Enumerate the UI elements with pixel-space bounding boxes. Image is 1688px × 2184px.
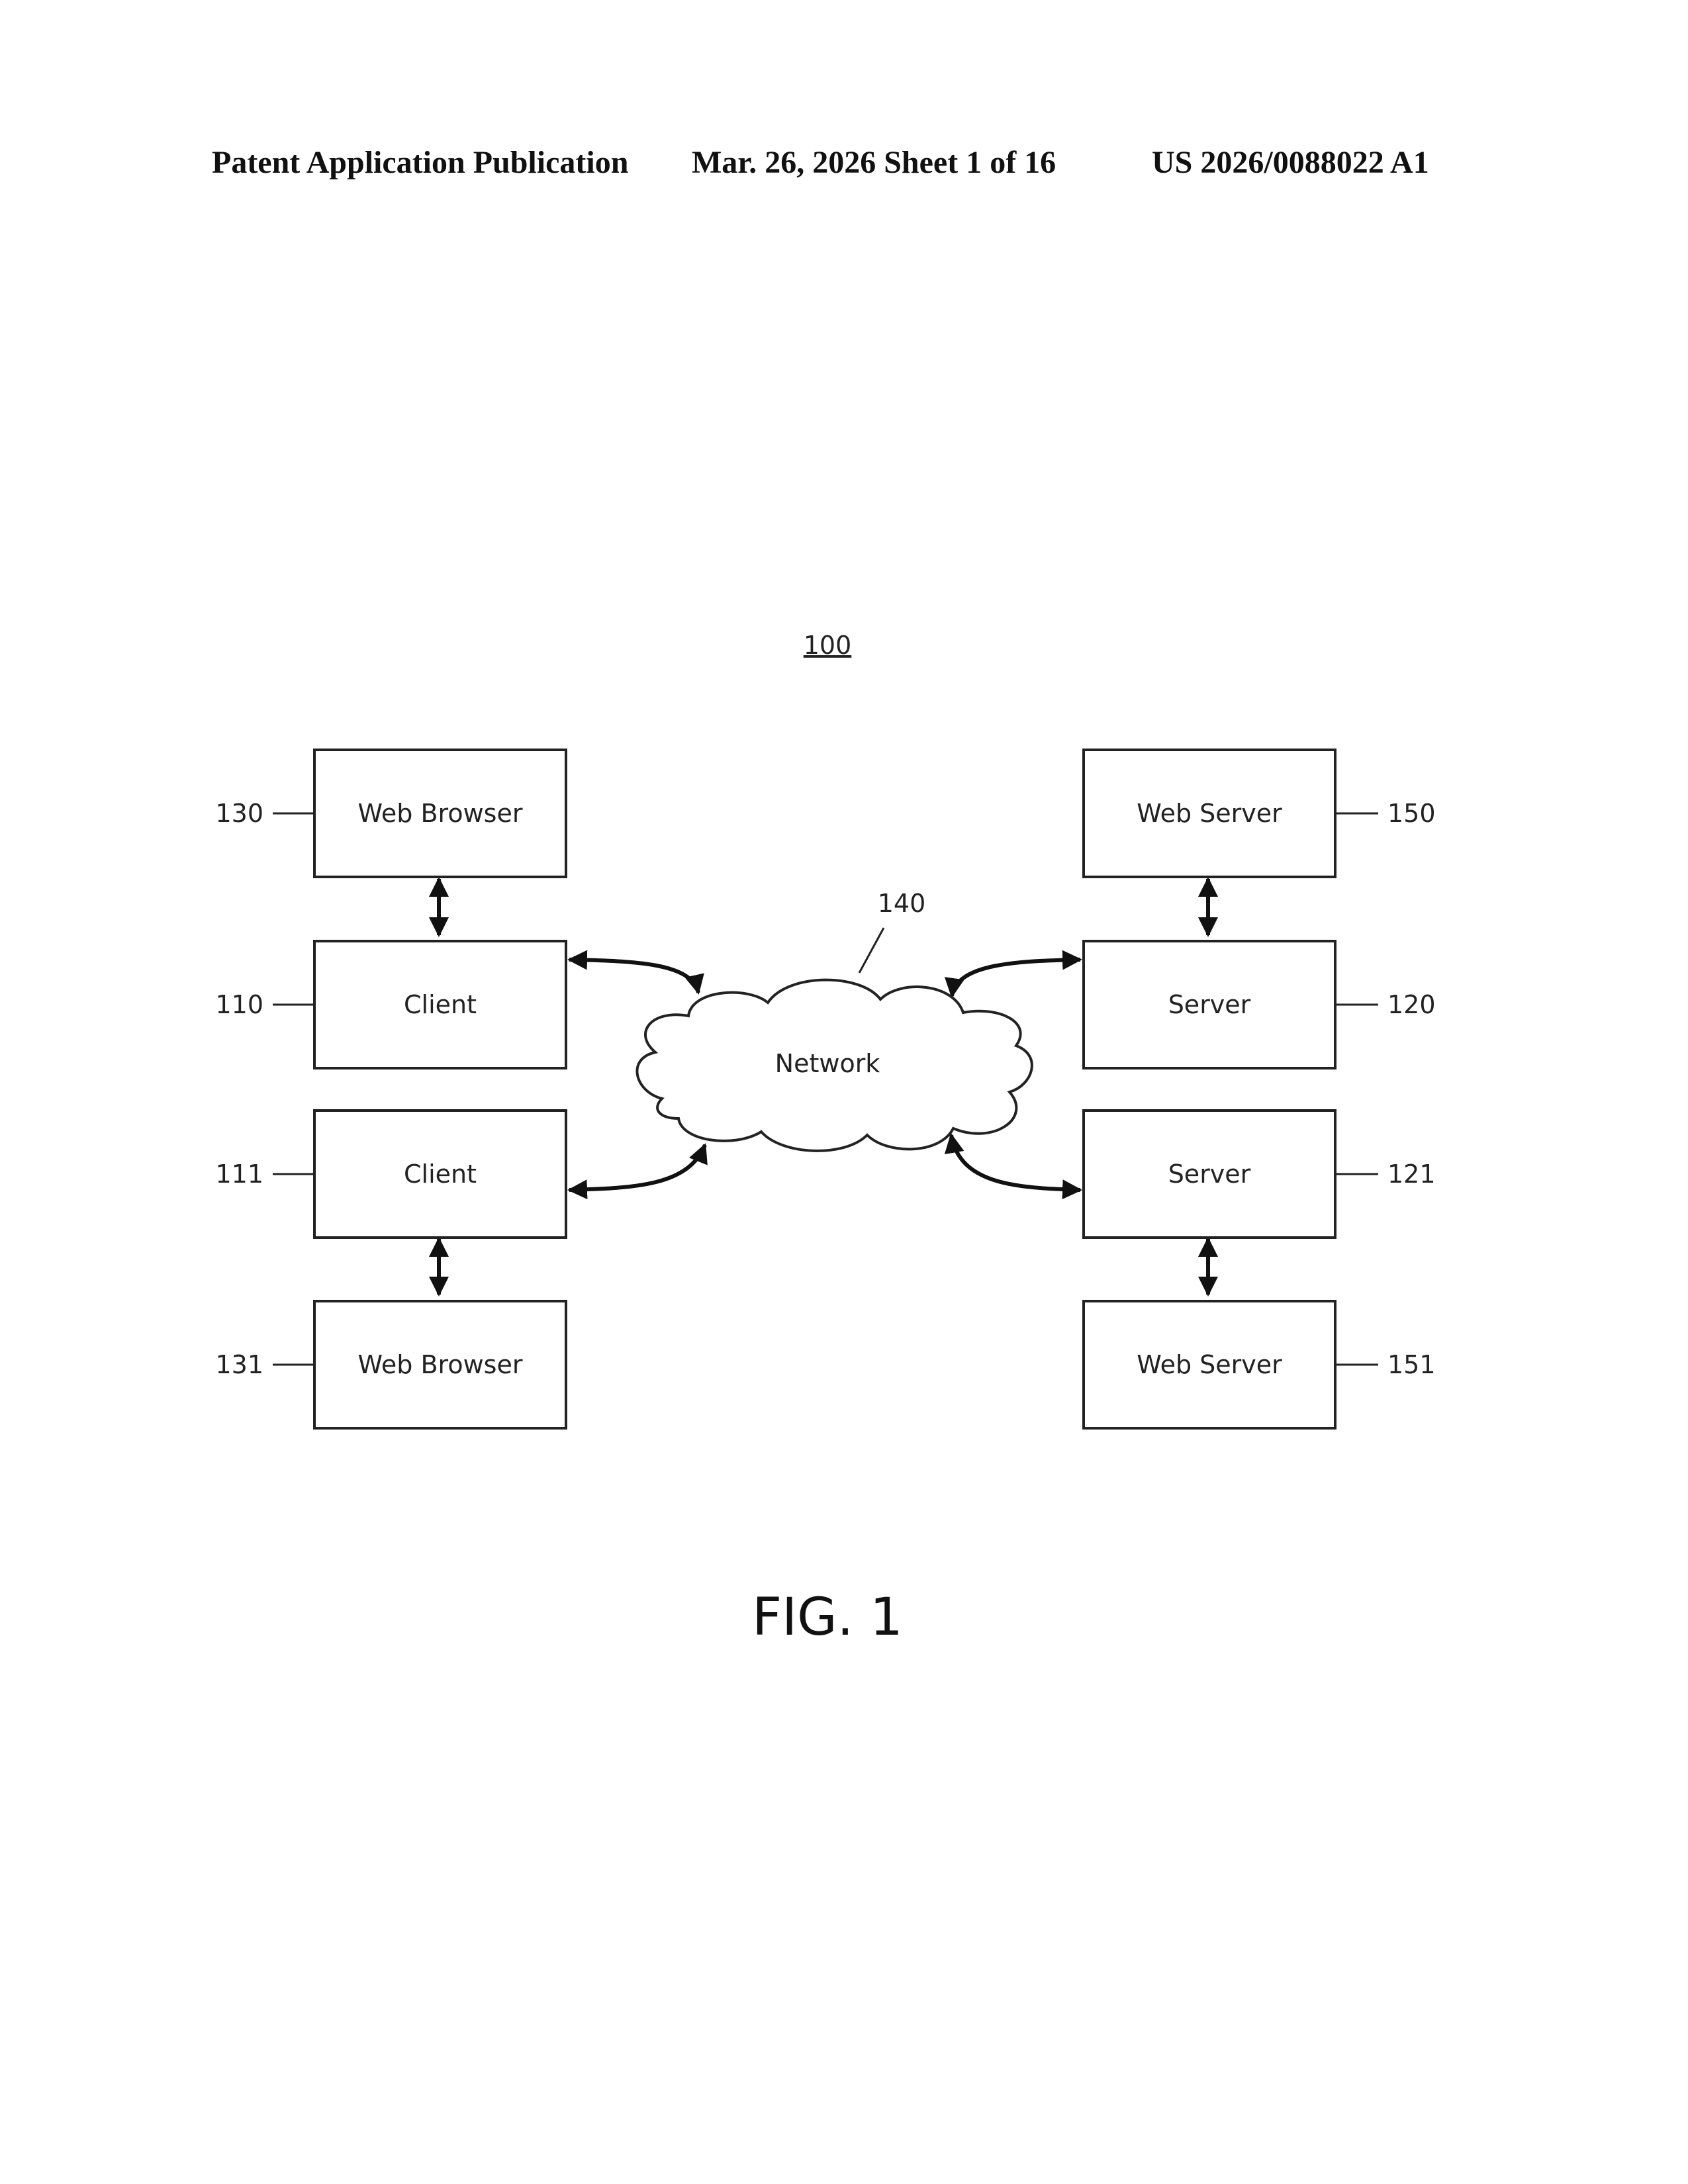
node-client-111: Client 111 [215, 1111, 566, 1238]
node-label: Web Server [1137, 799, 1282, 828]
node-server-121: Server 121 [1084, 1111, 1436, 1238]
node-label: Server [1168, 1160, 1251, 1189]
edge-client110-network [569, 960, 698, 993]
node-web-browser-130: Web Browser 130 [215, 750, 566, 877]
node-label: Web Browser [358, 799, 523, 828]
edge-server120-network [952, 960, 1080, 996]
network-ref-leader [859, 928, 884, 973]
figure-ref: 100 [804, 631, 852, 660]
node-label: Web Browser [358, 1350, 523, 1379]
node-web-server-150: Web Server 150 [1084, 750, 1436, 877]
network-ref: 140 [878, 889, 926, 918]
node-web-server-151: Web Server 151 [1084, 1301, 1436, 1428]
edge-client111-network [569, 1145, 705, 1190]
node-ref: 111 [215, 1160, 263, 1189]
node-client-110: Client 110 [215, 941, 566, 1068]
node-server-120: Server 120 [1084, 941, 1436, 1068]
node-ref: 151 [1387, 1350, 1436, 1379]
node-label: Server [1168, 990, 1251, 1019]
node-label: Web Server [1137, 1350, 1282, 1379]
node-ref: 130 [215, 799, 263, 828]
network-label: Network [775, 1049, 880, 1078]
node-label: Client [404, 990, 477, 1019]
node-ref: 121 [1387, 1160, 1436, 1189]
node-label: Client [404, 1160, 477, 1189]
node-ref: 120 [1387, 990, 1436, 1019]
figure-caption: FIG. 1 [752, 1588, 903, 1647]
node-ref: 150 [1387, 799, 1436, 828]
edge-server121-network [951, 1135, 1080, 1190]
node-web-browser-131: Web Browser 131 [215, 1301, 566, 1428]
node-ref: 110 [215, 990, 263, 1019]
node-ref: 131 [215, 1350, 263, 1379]
